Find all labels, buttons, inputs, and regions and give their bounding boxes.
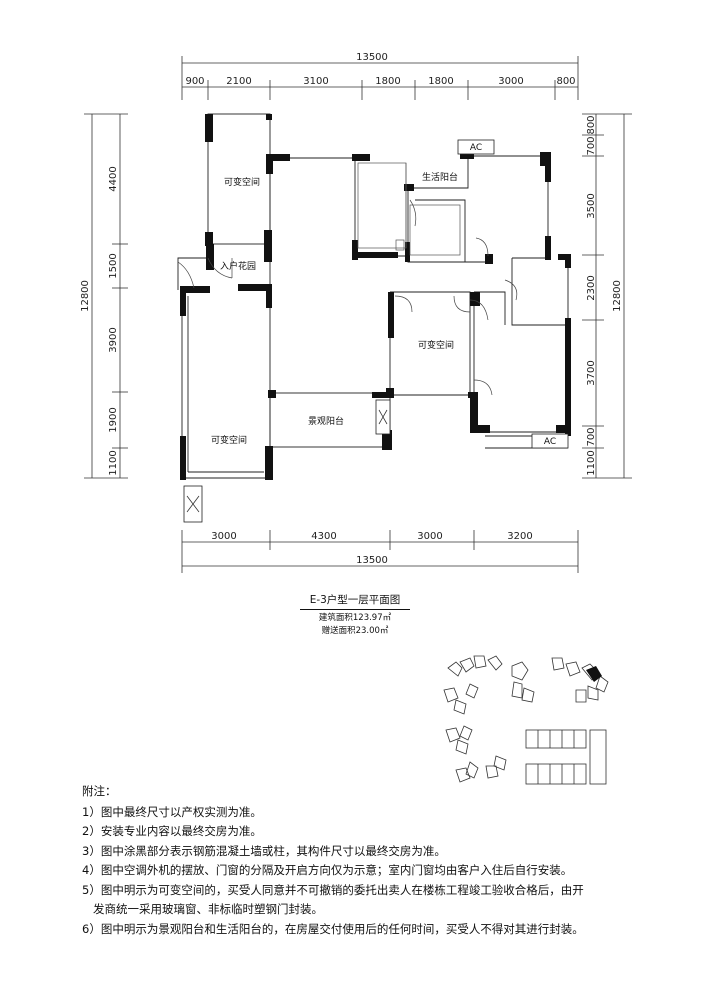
note-item: 2）安装专业内容以最终交房为准。 [82,824,262,838]
top-total-dimension: 13500 [356,52,388,63]
svg-text:AC: AC [544,437,556,447]
bottom-segment-dimension: 4300 [311,531,336,542]
note-item: 1）图中最终尺寸以产权实测为准。 [82,804,262,819]
note-item: 3）图中涂黑部分表示钢筋混凝土墙或柱，其构件尺寸以最终交房为准。 [82,843,446,858]
room-label: 生活阳台 [422,171,458,183]
left-total-dimension: 12800 [80,280,91,312]
plan-title-block: E-3户型一层平面图 建筑面积123.97㎡ 赠送面积23.00㎡ [250,588,460,636]
top-segment-dimension: 1800 [428,76,453,87]
right-segment-dimension: 700 [586,427,597,446]
room-label: 景观阳台 [308,415,344,427]
room-label: 可变空间 [418,339,454,351]
left-dimension-chain [84,113,128,479]
top-segment-dimension: 3000 [498,76,523,87]
concrete-walls [180,114,571,480]
svg-text:AC: AC [470,143,482,153]
plan-title: E-3户型一层平面图 [299,592,411,610]
top-dimension-chain [181,56,579,100]
notes-heading: 附注： [82,784,117,798]
bottom-dimension-chain [181,530,579,573]
gift-area: 赠送面积23.00㎡ [321,626,389,636]
site-highlight-unit [586,666,602,682]
left-segment-dimension: 1100 [108,450,119,475]
kitchen-fixtures [357,162,461,256]
left-segment-dimension: 1900 [108,407,119,432]
left-segment-dimension: 4400 [108,166,119,191]
note-item: 5）图中明示为可变空间的，买受人同意并不可撤销的委托出卖人在楼栋工程竣工验收合格… [82,882,584,897]
room-label: 入户花园 [220,260,256,272]
top-segment-dimension: 3100 [303,76,328,87]
notes-section: 附注： 1）图中最终尺寸以产权实测为准。 2）安装专业内容以最终交房为准。 3）… [82,782,682,939]
built-area: 建筑面积123.97㎡ [318,613,392,623]
thin-wall-lines [177,113,569,480]
ac-unit: AC [531,433,569,449]
right-total-dimension: 12800 [612,280,623,312]
right-segment-dimension: 1100 [586,450,597,475]
bottom-segment-dimension: 3000 [211,531,236,542]
right-segment-dimension: 3500 [586,193,597,218]
room-label: 可变空间 [211,434,247,446]
site-key-plan [443,655,609,785]
left-segment-dimension: 3900 [108,327,119,352]
ac-unit: AC [457,139,495,155]
top-segment-dimension: 1800 [375,76,400,87]
top-segment-dimension: 2100 [226,76,251,87]
right-segment-dimension: 800 [586,115,597,134]
room-label: 可变空间 [224,176,260,188]
bottom-segment-dimension: 3000 [417,531,442,542]
bottom-segment-dimension: 3200 [507,531,532,542]
right-segment-dimension: 2300 [586,275,597,300]
door-swings [177,199,518,396]
note-item: 发商统一采用玻璃窗、非标临时塑钢门封装。 [82,902,323,916]
note-item: 4）图中空调外机的摆放、门窗的分隔及开启方向仅为示意；室内门窗均由客户入住后自行… [82,863,573,877]
note-item: 6）图中明示为景观阳台和生活阳台的，在房屋交付使用后的任何时间，买受人不得对其进… [82,921,584,936]
right-dimension-chain [582,113,632,479]
top-segment-dimension: 800 [556,76,575,87]
left-segment-dimension: 1500 [108,253,119,278]
right-segment-dimension: 3700 [586,360,597,385]
right-segment-dimension: 700 [586,136,597,155]
ac-unit-vertical [183,399,391,523]
top-segment-dimension: 900 [185,76,204,87]
bottom-total-dimension: 13500 [356,555,388,566]
